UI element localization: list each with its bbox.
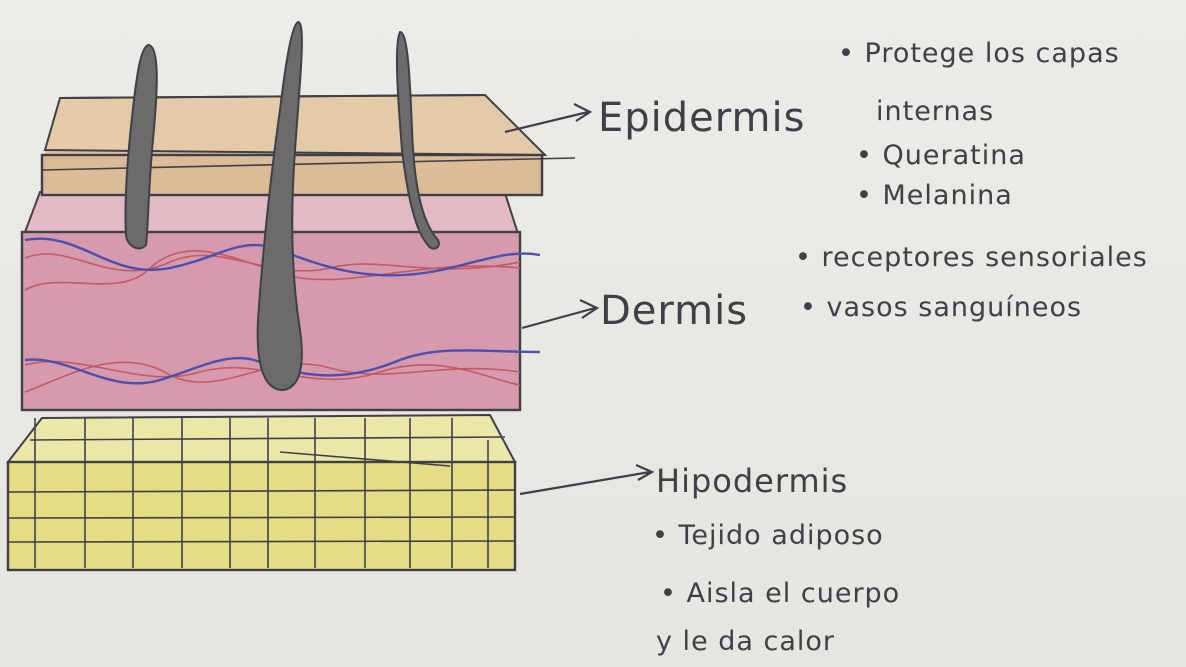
hipodermis-title: Hipodermis	[656, 462, 848, 500]
hipodermis-note-3: y le da calor	[656, 626, 835, 657]
dermis-note-2: • vasos sanguíneos	[800, 292, 1082, 323]
hipodermis-note-1: • Tejido adiposo	[652, 520, 884, 551]
epidermis-title: Epidermis	[598, 95, 805, 141]
arrow-epidermis	[505, 104, 590, 132]
arrow-dermis	[522, 300, 597, 328]
epidermis-block	[42, 95, 575, 195]
arrow-hipodermis	[520, 465, 652, 494]
dermis-note-1: • receptores sensoriales	[795, 242, 1148, 273]
dermis-title: Dermis	[600, 288, 748, 334]
epidermis-note-2: internas	[876, 96, 994, 127]
hipodermis-block	[8, 415, 515, 570]
hipodermis-note-2: • Aisla el cuerpo	[660, 578, 900, 609]
epidermis-note-4: • Melanina	[856, 180, 1013, 211]
epidermis-note-1: • Protege los capas	[838, 38, 1120, 69]
epidermis-note-3: • Queratina	[856, 140, 1026, 171]
